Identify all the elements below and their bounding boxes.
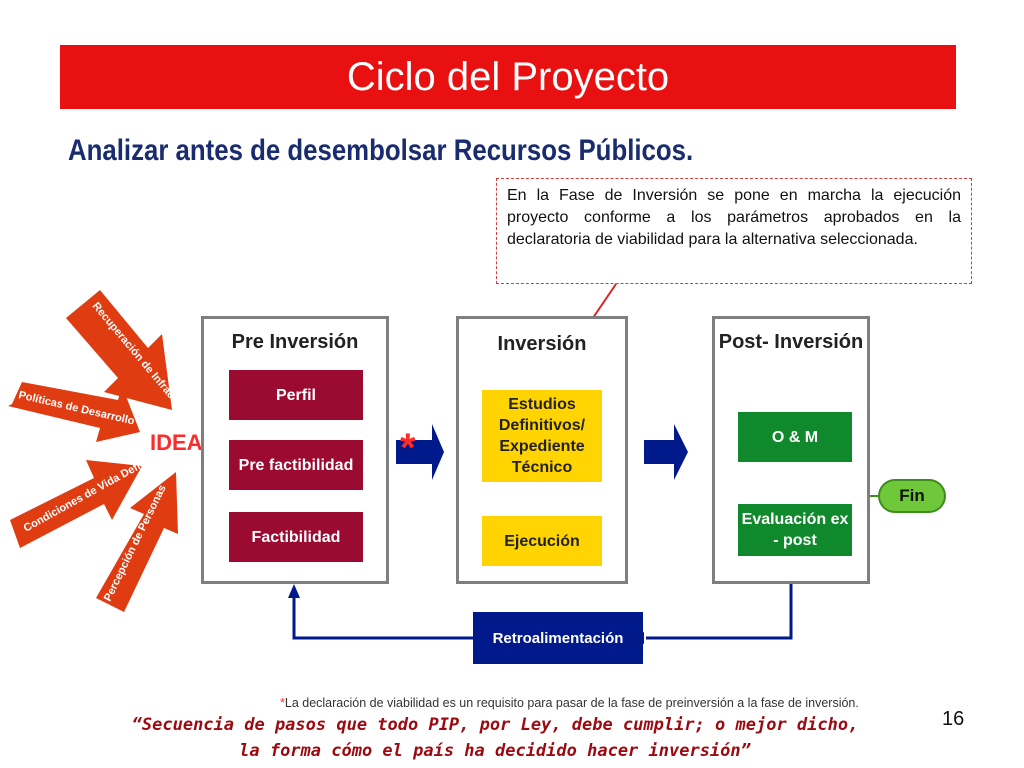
step-perfil: Perfil <box>229 370 363 420</box>
step-estudios-definitivos: Estudios Definitivos/ Expediente Técnico <box>482 390 602 482</box>
page-title: Ciclo del Proyecto <box>346 54 670 99</box>
feedback-arrowhead-left <box>288 584 300 598</box>
step-pre-factibilidad: Pre factibilidad <box>229 440 363 490</box>
feedback-line-right <box>646 584 793 640</box>
footnote-asterisk: * <box>280 696 285 710</box>
quote-line-1: “Secuencia de pasos que todo PIP, por Le… <box>131 715 859 735</box>
footnote: *La declaración de viabilidad es un requ… <box>280 696 859 710</box>
phase-pre-inversion: Pre Inversión Perfil Pre factibilidad Fa… <box>201 316 389 584</box>
arrow-pre-to-inversion <box>396 424 444 480</box>
step-ejecucion: Ejecución <box>482 516 602 566</box>
quote: “Secuencia de pasos que todo PIP, por Le… <box>60 712 930 764</box>
fin-pill: Fin <box>878 479 946 513</box>
feedback-box: Retroalimentación <box>473 612 643 664</box>
idea-label: IDEA <box>150 430 203 455</box>
quote-line-2: la forma cómo el país ha decidido hacer … <box>239 741 751 761</box>
phase-title-post: Post- Inversión <box>718 331 864 353</box>
viability-asterisk: * <box>400 426 416 470</box>
note-box: En la Fase de Inversión se pone en march… <box>496 178 972 284</box>
subtitle: Analizar antes de desembolsar Recursos P… <box>68 134 694 167</box>
phase-post-inversion: Post- Inversión O & M Evaluación ex - po… <box>712 316 870 584</box>
step-evaluacion-ex-post: Evaluación ex - post <box>738 504 852 556</box>
step-factibilidad: Factibilidad <box>229 512 363 562</box>
title-bar: Ciclo del Proyecto <box>60 45 956 109</box>
phase-title-pre: Pre Inversión <box>231 331 359 353</box>
step-o-y-m: O & M <box>738 412 852 462</box>
feedback-line-left <box>292 596 473 640</box>
arrow-inversion-to-post <box>644 424 688 480</box>
phase-inversion: Inversión Estudios Definitivos/ Expedien… <box>456 316 628 584</box>
footnote-text: La declaración de viabilidad es un requi… <box>284 696 859 710</box>
phase-title-inversion: Inversión <box>497 333 587 355</box>
page-number: 16 <box>942 708 965 730</box>
